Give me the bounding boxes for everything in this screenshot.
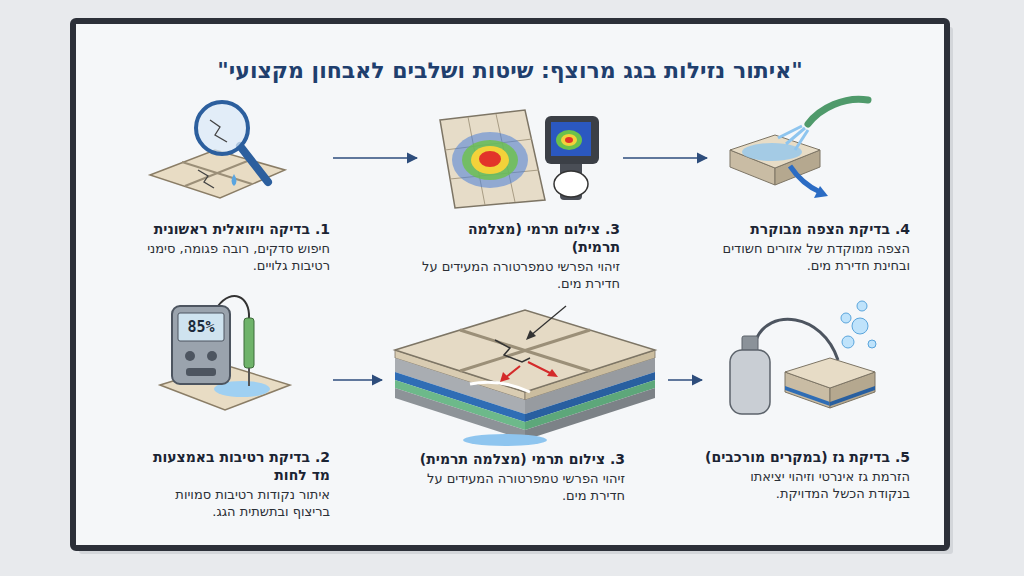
flow-arrow: [333, 379, 382, 381]
leak-arrow: [528, 362, 552, 374]
screen-heat: [556, 130, 582, 150]
meter-button: [207, 351, 217, 361]
bubble: [842, 336, 854, 348]
flow-arrow: [623, 157, 707, 159]
screen-heat: [561, 134, 577, 146]
meter-button: [185, 351, 195, 361]
camera-screen: [551, 122, 591, 156]
magnifier-handle: [240, 146, 268, 182]
step-group: 3. צילום תרמי (מצלמה תרמית) זיהוי הפרשי ט…: [385, 300, 665, 505]
leak-arrowhead: [547, 369, 558, 377]
heat-zone-mild: [462, 140, 518, 180]
flood-test-icon: [730, 99, 868, 198]
camera-body: [545, 116, 599, 164]
water-path: [470, 382, 530, 392]
flow-arrow: [333, 157, 417, 159]
gas-test-icon: [730, 301, 876, 414]
base-layer: [395, 388, 525, 440]
step-description: הצפה ממוקדת של אזורים חשודים ובחינת חדיר…: [710, 241, 910, 275]
probe-tip: [248, 368, 250, 386]
crack: [198, 170, 214, 188]
membrane-strip: [830, 386, 875, 406]
flow-arrow: [790, 166, 820, 192]
bubble: [857, 301, 867, 311]
callout-pointer: [530, 306, 566, 336]
probe: [244, 318, 254, 368]
flow-arrowhead: [814, 186, 828, 198]
step-heading: 2. בדיקת רטיבות באמצעות מד לחות: [140, 448, 330, 484]
meter-screen: [178, 313, 224, 341]
roof-section-icon: [395, 306, 655, 446]
leak-arrowhead: [500, 372, 510, 382]
step-group: 1. בדיקה ויזואלית ראשונית חיפוש סדקים, רו…: [145, 95, 330, 275]
step-group: 4. בדיקת הצפה מבוקרת הצפה ממוקדת של אזורי…: [710, 95, 910, 275]
insulation-layer: [395, 380, 525, 430]
spray: [778, 126, 802, 138]
step-heading: 4. בדיקת הצפה מבוקרת: [710, 220, 910, 238]
hose: [808, 99, 868, 124]
flow-arrow: [668, 379, 702, 381]
insulation-layer: [525, 380, 655, 430]
water-drop: [232, 174, 237, 186]
leak-arrow: [505, 366, 520, 378]
spray: [795, 130, 808, 150]
meter-body: [172, 306, 230, 384]
step-description: הזרמת גז אינרטי וזיהוי יציאתו בנקודת הכש…: [705, 469, 910, 503]
base-layer: [525, 388, 655, 440]
tile-grid: [440, 110, 545, 208]
heat-zone-hot: [479, 151, 501, 167]
moisture-meter-icon: [160, 296, 290, 410]
heat-zone-warm: [471, 146, 509, 174]
tile-surface: [395, 310, 655, 392]
bubble: [841, 313, 851, 323]
water-pool: [742, 143, 802, 161]
step-group: 3. צילום תרמי (מצלמה תרמית)זיהוי הפרשי ט…: [420, 95, 620, 293]
callout-pointer-head: [526, 330, 536, 340]
heat-zone-cold: [452, 132, 528, 188]
grout-line: [185, 160, 250, 186]
step-description: זיהוי הפרשי טמפרטורה המעידים על חדירת מי…: [420, 259, 620, 293]
diagram-title: "איתור נזילות בגג מרוצף: שיטות ושלבים לא…: [80, 58, 940, 83]
grout-line: [460, 330, 590, 371]
puddle: [463, 434, 547, 446]
meter-reading: 85%: [178, 313, 224, 341]
step-description: חיפוש סדקים, רובה פגומה, סימני רטיבות גל…: [145, 241, 330, 275]
thermal-camera-icon: [440, 110, 599, 208]
block-top: [730, 135, 820, 168]
step-description: זיהוי הפרשי טמפרטורה המעידים על חדירת מי…: [415, 471, 625, 505]
step-group: 2. בדיקת רטיבות באמצעות מד לחותאיתור נקו…: [140, 300, 330, 521]
meter-button: [186, 368, 216, 376]
magnifier-glass: [196, 102, 248, 154]
step-heading: 5. בדיקת גז (במקרים מורכבים): [705, 448, 910, 466]
step-group: 5. בדיקת גז (במקרים מורכבים) הזרמת גז אינ…: [705, 300, 910, 503]
step-description: איתור נקודות רטיבות סמויות בריצוף ובתשתי…: [140, 487, 330, 521]
block-top: [785, 358, 875, 388]
hand: [554, 171, 588, 197]
grout-line: [460, 330, 590, 371]
screen-heat: [565, 137, 573, 143]
visual-inspection-icon: [150, 102, 285, 198]
crack: [210, 120, 227, 142]
crack: [495, 340, 530, 362]
gas-hose: [756, 319, 838, 360]
bubble: [868, 340, 876, 348]
gas-cylinder: [730, 350, 770, 414]
step-heading: 3. צילום תרמי (מצלמה תרמית): [420, 220, 620, 256]
screen-frame: [73, 21, 947, 548]
bubble: [852, 318, 868, 334]
membrane-strip: [785, 386, 830, 406]
step-heading: 3. צילום תרמי (מצלמה תרמית): [415, 450, 625, 468]
step-heading: 1. בדיקה ויזואלית ראשונית: [145, 220, 330, 238]
